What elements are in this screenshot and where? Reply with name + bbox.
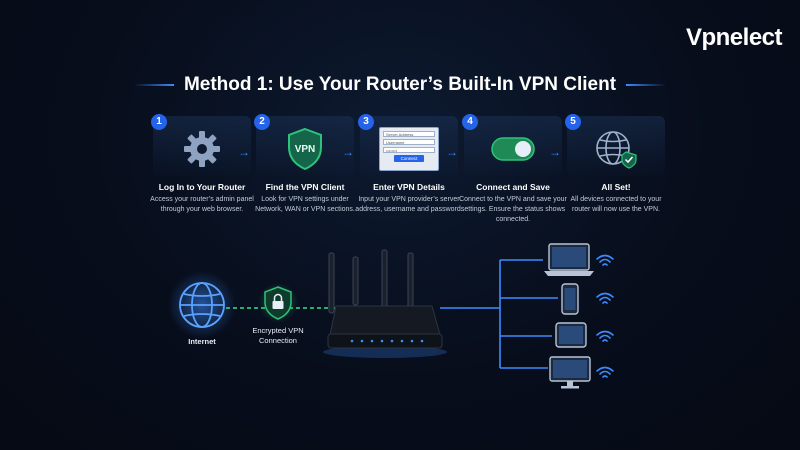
arrow-icon: → [342, 145, 354, 159]
arrow-icon: → [446, 145, 458, 159]
title-line-left [133, 84, 174, 86]
step-icon-wrap [464, 124, 562, 174]
step-icon-wrap: Server Address Username •••••••• Connect [360, 124, 458, 174]
step-3: 3 Server Address Username •••••••• Conne… [355, 114, 463, 230]
wifi-icon [596, 254, 614, 266]
step-number-badge: 3 [358, 114, 374, 130]
vpn-shield-icon: VPN [288, 127, 322, 171]
wifi-icon [596, 366, 614, 378]
server-address-field: Server Address [383, 131, 435, 137]
step-5: 5 All Set! All devices connected to your… [565, 114, 665, 230]
page-title: Method 1: Use Your Router’s Built-In VPN… [183, 74, 617, 95]
arrow-icon: → [238, 145, 250, 159]
arrow-icon: → [549, 145, 561, 159]
wifi-icon [596, 330, 614, 342]
router-icon [323, 249, 447, 358]
step-number-badge: 2 [254, 114, 270, 130]
step-description: Access your router’s admin panel through… [150, 196, 254, 213]
internet-globe-icon [168, 271, 236, 339]
title-row: Method 1: Use Your Router’s Built-In VPN… [0, 72, 800, 98]
step-title: Find the VPN Client [265, 182, 345, 192]
step-title: Enter VPN Details [373, 182, 445, 192]
gear-icon [184, 131, 220, 167]
step-number-badge: 5 [565, 114, 581, 130]
username-field: Username [383, 139, 435, 145]
step-card [567, 116, 665, 176]
encrypted-vpn-line2: Connection [259, 336, 297, 345]
wifi-icon [596, 292, 614, 304]
toggle-icon [491, 137, 535, 161]
laptop-icon [544, 243, 594, 276]
step-icon-wrap: VPN [256, 124, 354, 174]
device-links [440, 259, 558, 369]
step-title: Log In to Your Router [158, 182, 246, 192]
connect-button: Connect [394, 155, 424, 162]
step-description: Look for VPN settings under Network, WAN… [255, 196, 355, 213]
password-field: •••••••• [383, 147, 435, 153]
encrypted-vpn-line1: Encrypted VPN [252, 326, 304, 335]
lock-shield-icon [258, 283, 298, 323]
step-description: All devices connected to your router wil… [570, 196, 662, 213]
globe-check-icon [596, 131, 637, 169]
login-form-icon: Server Address Username •••••••• Connect [379, 127, 439, 171]
encrypted-vpn-label: Encrypted VPN Connection [238, 326, 318, 346]
vpn-shield-text: VPN [295, 144, 316, 155]
monitor-icon [549, 356, 591, 389]
step-number-badge: 1 [151, 114, 167, 130]
step-2: 2 VPN Find the VPN Client Look for VPN s… [254, 114, 355, 230]
step-1: 1 Log In to Your Router Access your rout… [150, 114, 254, 230]
internet-label: Internet [188, 337, 216, 346]
brand-logo: Vpnelect [685, 24, 783, 51]
title-line-right [626, 84, 667, 86]
step-4: 4 Connect and Save Connect to the VPN an… [459, 114, 567, 230]
step-title: All Set! [601, 182, 631, 192]
step-description: Connect to the VPN and save your setting… [459, 196, 567, 223]
step-icon-wrap [153, 124, 251, 174]
phone-icon [561, 283, 579, 315]
tablet-icon [555, 322, 587, 348]
step-icon-wrap [567, 124, 665, 174]
step-description: Input your VPN provider’s server address… [355, 196, 463, 213]
step-number-badge: 4 [462, 114, 478, 130]
step-title: Connect and Save [476, 182, 550, 192]
